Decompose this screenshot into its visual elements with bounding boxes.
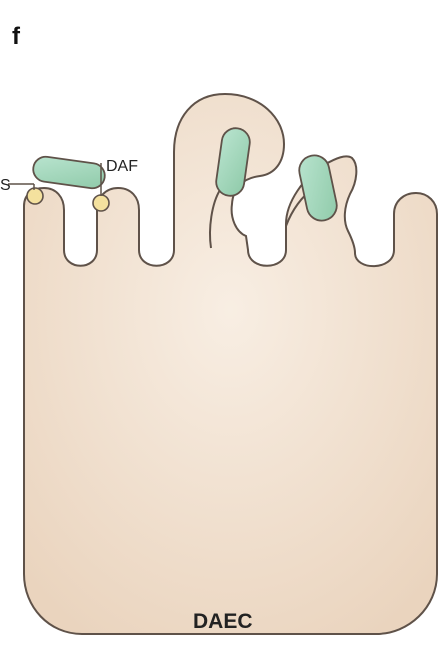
receptor-left-icon	[27, 188, 43, 204]
daf-label: DAF	[106, 158, 138, 175]
daec-caption: DAEC	[193, 610, 253, 633]
receptor-right-icon	[93, 195, 109, 211]
left-partial-label: S	[0, 177, 11, 194]
panel-letter: f	[12, 23, 21, 50]
bacterium-surface-icon	[32, 155, 107, 190]
